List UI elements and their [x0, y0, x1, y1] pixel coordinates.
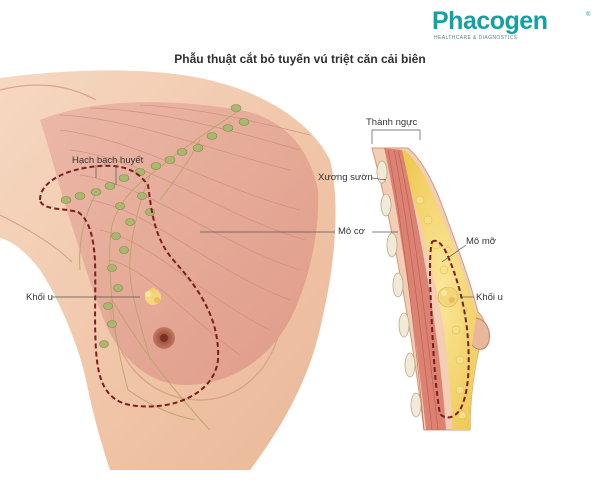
label-chest-wall: Thành ngực [366, 117, 418, 128]
registered-mark: ® [586, 12, 591, 18]
label-fat-tissue: Mô mỡ [466, 236, 496, 247]
label-tumor-left: Khối u [26, 292, 53, 303]
leader-lines-right [371, 129, 474, 298]
diagram-title: Phẫu thuật cắt bỏ tuyến vú triệt căn cải… [174, 52, 426, 66]
brand-name: Phacogen [432, 7, 548, 35]
label-tumor-right: Khối u [476, 292, 503, 303]
label-rib: Xương sườn [318, 172, 373, 183]
nipple [160, 334, 168, 342]
brand-logo: Phacogen ® HEALTHCARE & DIAGNOSTICS [432, 6, 592, 46]
cross-section-illustration [371, 147, 490, 431]
ribs [376, 160, 422, 418]
torso-illustration [0, 70, 336, 470]
brand-tagline: HEALTHCARE & DIAGNOSTICS [434, 35, 518, 41]
pectoral-muscle [40, 102, 319, 386]
incision-boundary-left [38, 164, 220, 408]
leader-lines-left [52, 165, 335, 298]
tumor-right [437, 286, 459, 308]
incision-boundary-right [428, 239, 470, 419]
label-lymph-nodes: Hạch bạch huyết [72, 155, 144, 166]
tumor-left [145, 287, 161, 305]
label-muscle: Mô cơ [338, 226, 365, 237]
nipple-profile [471, 317, 490, 350]
